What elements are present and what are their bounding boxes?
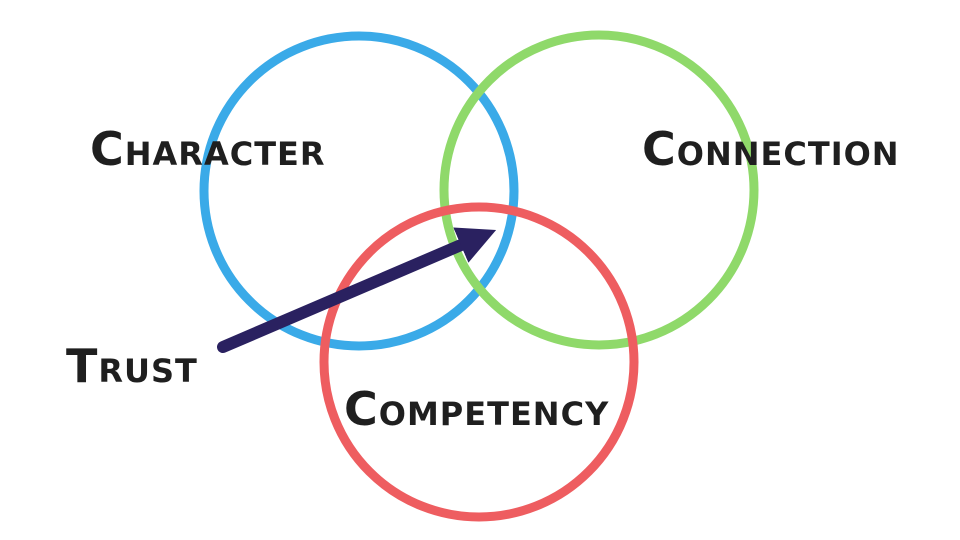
competency-circle [319,202,639,522]
trust-label: Trust [66,339,198,393]
character-circle [199,31,519,351]
competency-label: Competency [344,382,609,436]
connection-circle [439,30,759,350]
character-label: Character [90,122,326,176]
trust-arrow [217,227,497,353]
connection-label: Connection [642,122,900,176]
